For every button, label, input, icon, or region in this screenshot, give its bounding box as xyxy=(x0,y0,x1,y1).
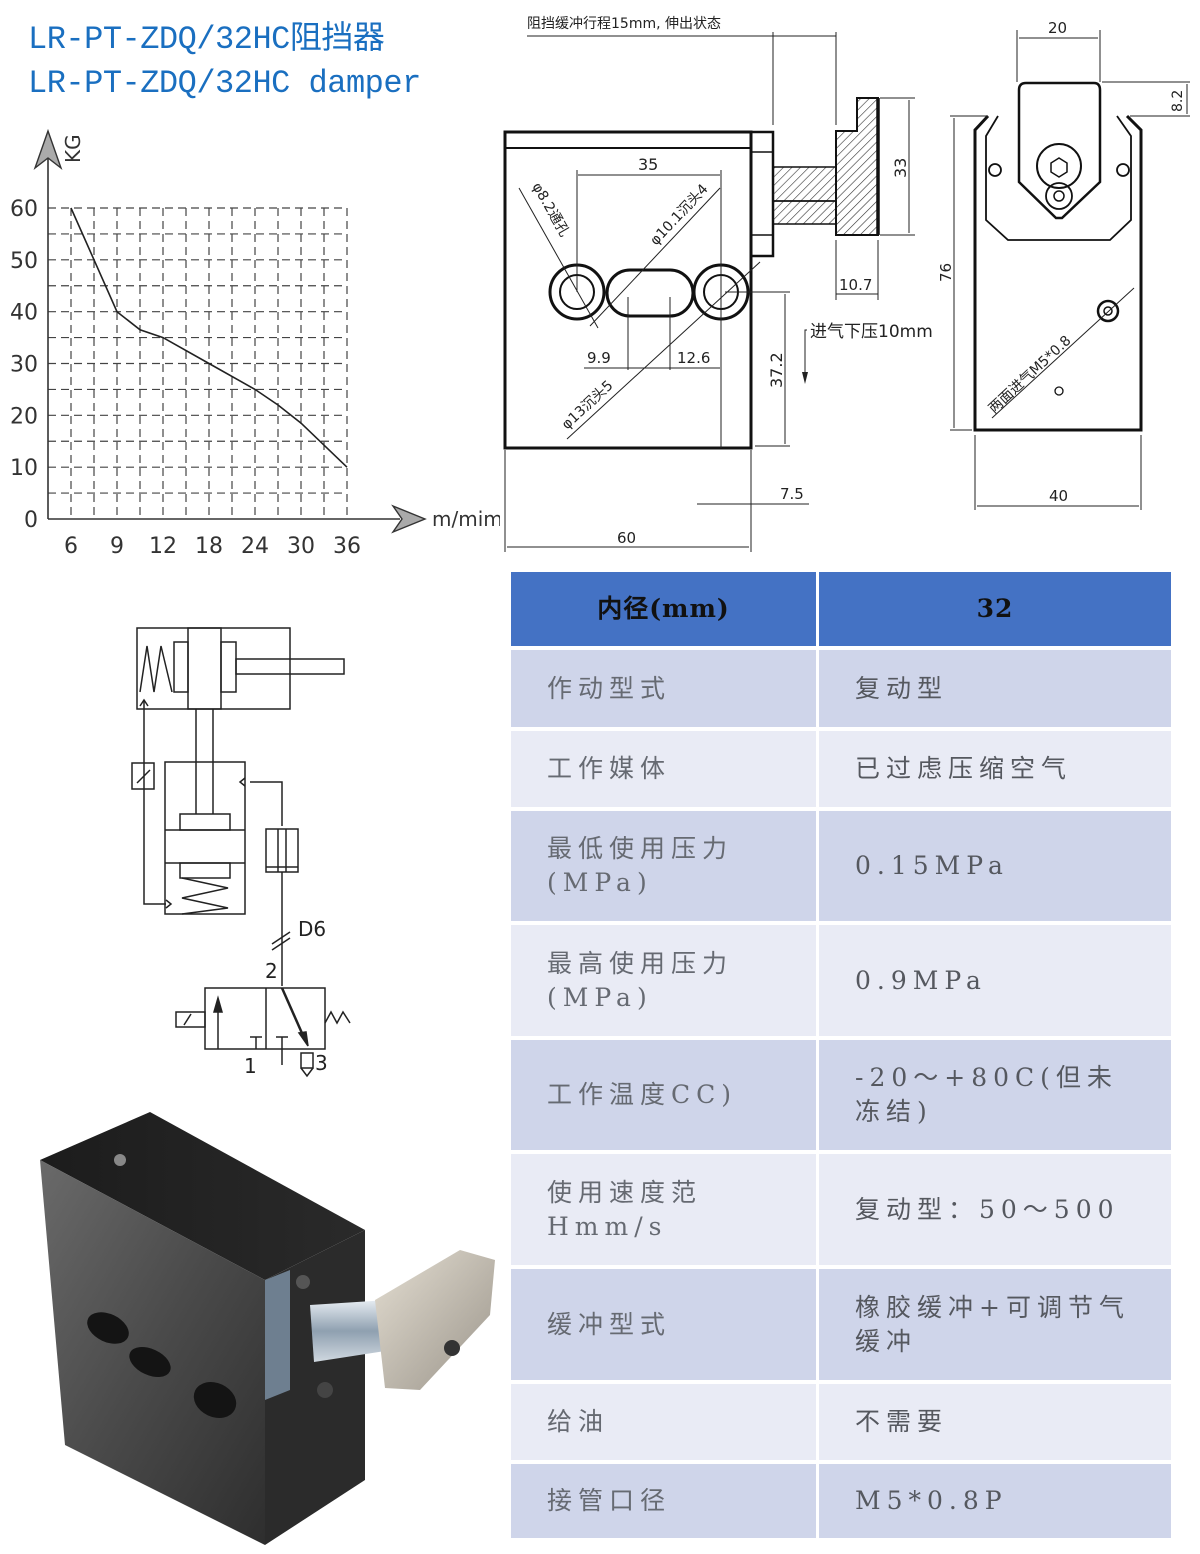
product-title-cn: LR-PT-ZDQ/32HC阻挡器 xyxy=(28,21,385,58)
spec-value: 复动型 xyxy=(819,650,1171,727)
end-view-drawing: 20 8.2 两面进气M5*0.8 76 40 xyxy=(937,19,1190,510)
dim-width: 60 xyxy=(617,529,636,547)
svg-text:60: 60 xyxy=(10,197,38,222)
dim-height-hole: 37.2 xyxy=(767,352,786,388)
spec-label: 工作媒体 xyxy=(511,731,816,807)
svg-text:18: 18 xyxy=(195,534,223,559)
spec-row: 最低使用压力(MPa) 0.15MPa xyxy=(511,811,1171,921)
port-2-label: 2 xyxy=(265,959,278,983)
svg-text:0: 0 xyxy=(24,508,38,533)
spec-value: M5*0.8P xyxy=(819,1464,1171,1538)
stroke-note: 阻挡缓冲行程15mm, 伸出状态 xyxy=(527,16,721,32)
x-tick-labels: 6 9 12 18 24 30 36 xyxy=(64,534,361,559)
y-axis-label: KG xyxy=(61,134,85,163)
label-through-hole: φ8.2通孔 xyxy=(529,180,573,240)
dim-slot-left: 9.9 xyxy=(587,349,611,367)
chart-axes xyxy=(47,150,400,520)
svg-text:30: 30 xyxy=(10,353,38,378)
spec-value: 已过虑压缩空气 xyxy=(819,731,1171,807)
spec-row: 给油 不需要 xyxy=(511,1384,1171,1460)
x-axis-label: m/mim xyxy=(432,507,500,531)
svg-text:9: 9 xyxy=(110,534,124,559)
y-tick-labels: 0 10 20 30 40 50 60 xyxy=(10,197,38,533)
spec-value: 复动型：50～500 xyxy=(819,1154,1171,1265)
port-3-label: 3 xyxy=(315,1051,328,1075)
product-title-en: LR-PT-ZDQ/32HC damper xyxy=(28,65,421,102)
svg-text:10: 10 xyxy=(10,456,38,481)
chart-line-series xyxy=(70,207,348,468)
spec-label: 接管口径 xyxy=(511,1464,816,1538)
svg-text:6: 6 xyxy=(64,534,78,559)
spec-row: 缓冲型式 橡胶缓冲+可调节气缓冲 xyxy=(511,1269,1171,1380)
dim-width: 40 xyxy=(1049,487,1068,505)
tube-label: D6 xyxy=(298,917,326,941)
spec-value: 橡胶缓冲+可调节气缓冲 xyxy=(819,1269,1171,1380)
product-photo xyxy=(40,1112,495,1545)
dim-top-height: 8.2 xyxy=(1170,90,1186,112)
svg-text:24: 24 xyxy=(241,534,269,559)
spec-value: 不需要 xyxy=(819,1384,1171,1460)
spec-value: 0.15MPa xyxy=(819,811,1171,921)
spec-row: 工作媒体 已过虑压缩空气 xyxy=(511,731,1171,807)
label-counterbore-small: φ10.1沉头4 xyxy=(647,181,711,249)
side-view-drawing: 阻挡缓冲行程15mm, 伸出状态 33 10.7 35 φ8.2通孔 φ10.1… xyxy=(503,16,933,552)
svg-text:20: 20 xyxy=(10,404,38,429)
svg-text:36: 36 xyxy=(333,534,361,559)
spec-row: 接管口径 M5*0.8P xyxy=(511,1464,1171,1538)
spec-value: -20～+80C(但未冻结) xyxy=(819,1040,1171,1150)
dim-slot-right: 12.6 xyxy=(677,349,710,367)
spec-label: 最高使用压力(MPa) xyxy=(511,925,816,1036)
label-press-down: 进气下压10mm xyxy=(810,322,933,342)
chart-grid xyxy=(48,207,348,519)
spec-label: 使用速度范Hmm/s xyxy=(511,1154,816,1265)
label-port: 两面进气M5*0.8 xyxy=(986,333,1075,417)
spec-header-label: 内径(mm) xyxy=(511,572,816,646)
dim-stop-thickness: 10.7 xyxy=(839,276,872,294)
spec-row: 最高使用压力(MPa) 0.9MPa xyxy=(511,925,1171,1036)
spec-value: 0.9MPa xyxy=(819,925,1171,1036)
spec-header-row: 内径(mm) 32 xyxy=(511,572,1171,646)
svg-text:12: 12 xyxy=(149,534,177,559)
spec-label: 作动型式 xyxy=(511,650,816,727)
dim-stop-height: 33 xyxy=(891,158,910,178)
spec-row: 作动型式 复动型 xyxy=(511,650,1171,727)
spec-label: 给油 xyxy=(511,1384,816,1460)
spec-row: 使用速度范Hmm/s 复动型：50～500 xyxy=(511,1154,1171,1265)
y-axis-arrow-icon xyxy=(33,128,63,170)
spec-label: 工作温度CC) xyxy=(511,1040,816,1150)
spec-row: 工作温度CC) -20～+80C(但未冻结) xyxy=(511,1040,1171,1150)
pneumatic-schematic: D6 2 1 3 xyxy=(131,627,351,1078)
svg-text:40: 40 xyxy=(10,301,38,326)
spec-header-value: 32 xyxy=(819,572,1171,646)
spec-label: 缓冲型式 xyxy=(511,1269,816,1380)
svg-text:30: 30 xyxy=(287,534,315,559)
port-1-label: 1 xyxy=(244,1054,257,1078)
dim-offset-right: 7.5 xyxy=(780,485,804,503)
dim-hole-spacing: 35 xyxy=(638,155,658,174)
x-axis-arrow-icon xyxy=(391,504,427,534)
load-speed-chart: KG m/mim 0 10 20 30 40 50 60 6 9 12 18 24 30 36 xyxy=(10,128,500,559)
dim-top-width: 20 xyxy=(1048,19,1067,37)
spec-label: 最低使用压力(MPa) xyxy=(511,811,816,921)
label-counterbore-large: φ13沉头5 xyxy=(559,378,617,433)
svg-text:50: 50 xyxy=(10,249,38,274)
dim-height: 76 xyxy=(937,263,955,282)
